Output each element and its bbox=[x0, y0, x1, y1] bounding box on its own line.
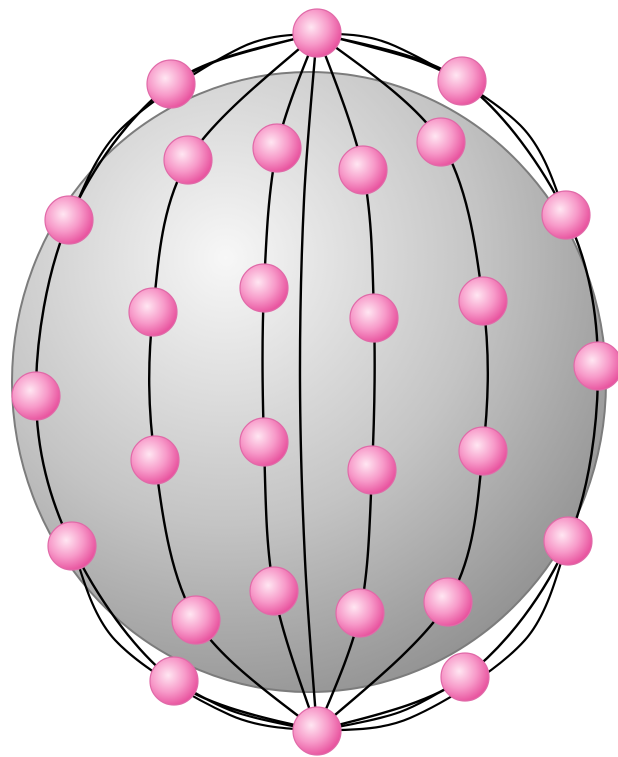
pink-node bbox=[542, 191, 590, 239]
pink-node bbox=[336, 589, 384, 637]
pink-node bbox=[417, 118, 465, 166]
pink-node bbox=[459, 277, 507, 325]
pink-node bbox=[172, 596, 220, 644]
pink-node bbox=[131, 436, 179, 484]
pink-node bbox=[574, 342, 618, 390]
pink-node bbox=[348, 446, 396, 494]
pink-node bbox=[240, 264, 288, 312]
pink-node bbox=[45, 196, 93, 244]
pink-node bbox=[544, 517, 592, 565]
pink-node bbox=[250, 567, 298, 615]
pink-node bbox=[150, 657, 198, 705]
pink-node bbox=[424, 578, 472, 626]
pink-node bbox=[459, 427, 507, 475]
pink-node bbox=[293, 707, 341, 755]
pink-node bbox=[240, 418, 288, 466]
pink-node bbox=[129, 288, 177, 336]
pink-node bbox=[48, 522, 96, 570]
pink-node bbox=[147, 60, 195, 108]
pink-node bbox=[438, 57, 486, 105]
pink-node bbox=[253, 124, 301, 172]
pink-node bbox=[441, 653, 489, 701]
pink-node bbox=[12, 372, 60, 420]
pink-node bbox=[350, 294, 398, 342]
pink-node bbox=[339, 146, 387, 194]
pink-node bbox=[164, 136, 212, 184]
pink-node bbox=[293, 9, 341, 57]
